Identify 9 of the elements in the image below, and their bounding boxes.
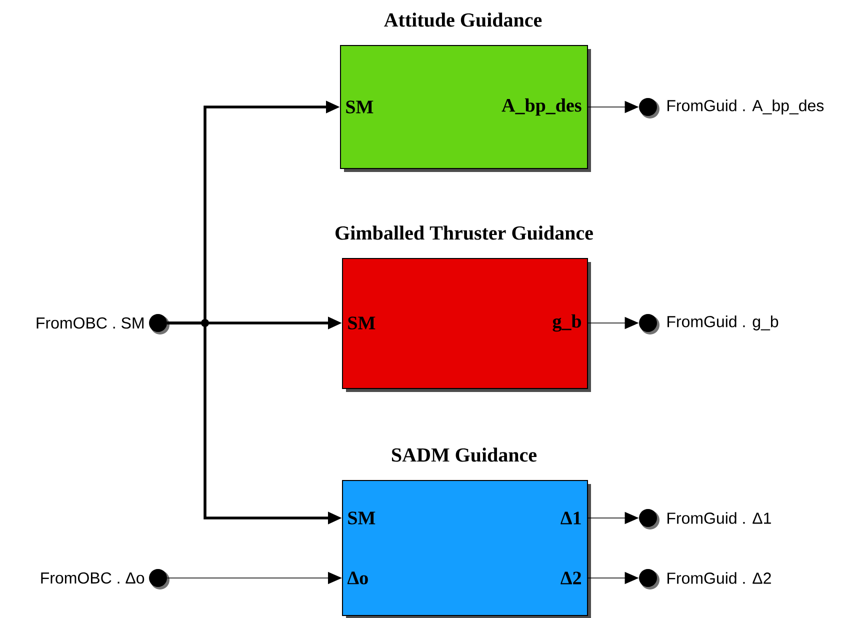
block-title: SADM Guidance xyxy=(392,448,537,462)
signal-label: FromOBC . SM xyxy=(36,317,144,329)
signal-label: FromGuid . Δ2 xyxy=(668,572,771,584)
block-title: Gimballed Thruster Guidance xyxy=(336,226,593,240)
signal-label: FromGuid . g_b xyxy=(668,316,778,330)
signal-label: FromGuid . Δ1 xyxy=(668,512,771,524)
block-title: Attitude Guidance xyxy=(384,12,542,27)
signal-label: FromGuid . A_bp_des xyxy=(668,100,824,114)
signal-label: FromOBC . Δo xyxy=(41,572,144,584)
